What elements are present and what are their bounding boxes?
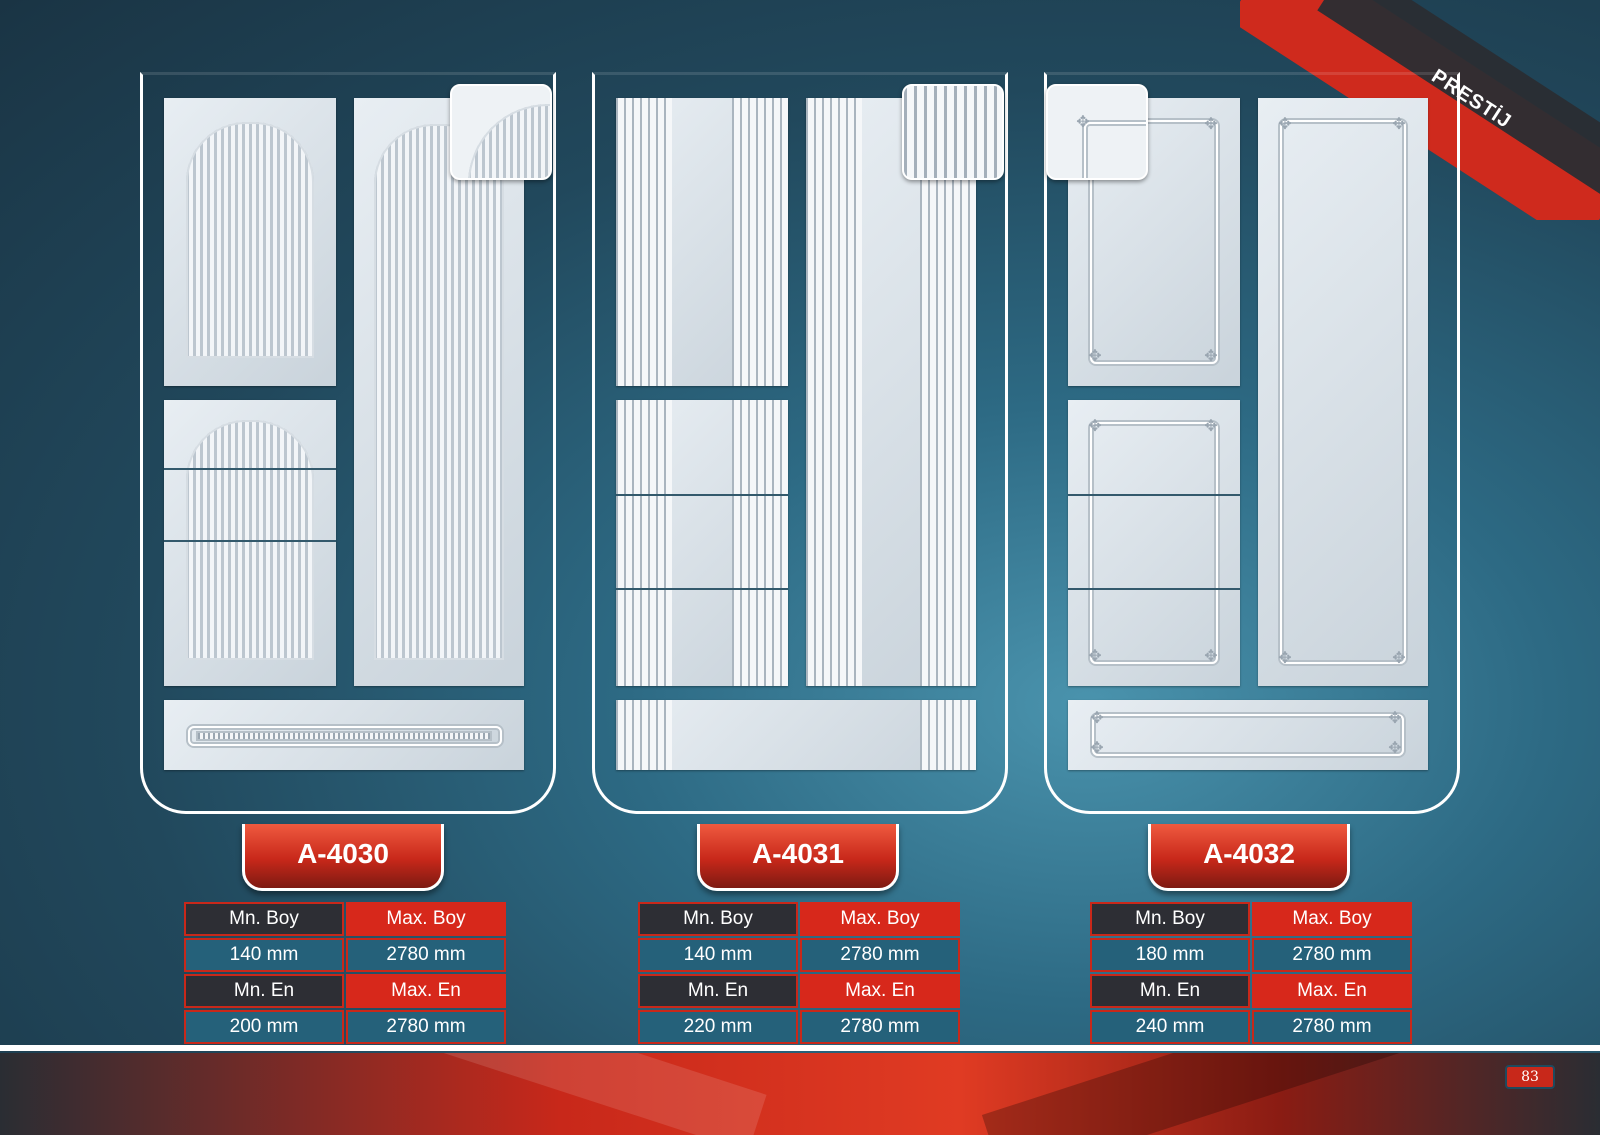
ornament-icon: ✥ (1090, 740, 1104, 757)
spec-value: 200 mm (184, 1010, 344, 1044)
table-row: 220 mm 2780 mm (638, 1010, 960, 1044)
page-number: 83 (1505, 1065, 1555, 1089)
door-panel-lower (164, 400, 336, 686)
detail-closeup (902, 84, 1004, 180)
door-panel-lower (616, 400, 788, 686)
ornament-icon: ✥ (1204, 116, 1218, 133)
spec-header: Mn. Boy (1090, 902, 1250, 936)
spec-header: Max. En (1252, 974, 1412, 1008)
table-row: Mn. En Max. En (184, 974, 506, 1008)
product-a4031 (592, 72, 1008, 814)
spec-header: Max. Boy (1252, 902, 1412, 936)
table-row: Mn. En Max. En (1090, 974, 1412, 1008)
arched-flute-pattern (374, 124, 504, 660)
ornament-icon: ✥ (1088, 348, 1102, 365)
table-row: 140 mm 2780 mm (184, 938, 506, 972)
product-frame (592, 72, 1008, 814)
product-code-badge: A-4031 (697, 824, 899, 891)
door-panel-tall: ✥ ✥ ✥ ✥ (1258, 98, 1428, 686)
spec-header: Max. Boy (800, 902, 960, 936)
spec-value: 220 mm (638, 1010, 798, 1044)
spec-value: 2780 mm (346, 938, 506, 972)
ornament-icon: ✥ (1076, 114, 1090, 131)
spec-table-a4032: Mn. Boy Max. Boy 180 mm 2780 mm Mn. En M… (1088, 900, 1414, 1046)
ornament-icon: ✥ (1204, 348, 1218, 365)
spec-value: 2780 mm (1252, 1010, 1412, 1044)
spec-header: Mn. En (638, 974, 798, 1008)
ornament-icon: ✥ (1388, 740, 1402, 757)
footer-divider (0, 1045, 1600, 1051)
table-row: Mn. Boy Max. Boy (184, 902, 506, 936)
spec-value: 2780 mm (800, 1010, 960, 1044)
door-panel-upper (616, 98, 788, 386)
spec-table-a4031: Mn. Boy Max. Boy 140 mm 2780 mm Mn. En M… (636, 900, 962, 1046)
spec-table-a4030: Mn. Boy Max. Boy 140 mm 2780 mm Mn. En M… (182, 900, 508, 1046)
detail-closeup (450, 84, 552, 180)
spec-value: 2780 mm (346, 1010, 506, 1044)
spec-value: 2780 mm (800, 938, 960, 972)
spec-header: Max. En (346, 974, 506, 1008)
ornament-icon: ✥ (1088, 418, 1102, 435)
product-code-badge: A-4032 (1148, 824, 1350, 891)
door-panel-lower: ✥ ✥ ✥ ✥ (1068, 400, 1240, 686)
product-frame (1044, 72, 1460, 814)
product-frame (140, 72, 556, 814)
ornament-icon: ✥ (1278, 116, 1292, 133)
spec-header: Mn. En (1090, 974, 1250, 1008)
table-row: Mn. Boy Max. Boy (638, 902, 960, 936)
spec-header: Mn. Boy (184, 902, 344, 936)
door-panel-tall (354, 98, 524, 686)
spec-value: 240 mm (1090, 1010, 1250, 1044)
ornament-icon: ✥ (1392, 650, 1406, 667)
table-row: 140 mm 2780 mm (638, 938, 960, 972)
spec-value: 2780 mm (1252, 938, 1412, 972)
ornament-icon: ✥ (1392, 116, 1406, 133)
table-row: 180 mm 2780 mm (1090, 938, 1412, 972)
drawer-panel (164, 700, 524, 770)
product-a4032: ✥ ✥ ✥ ✥ ✥ ✥ ✥ ✥ ✥ ✥ ✥ ✥ ✥ ✥ ✥ ✥ ✥ (1044, 72, 1460, 814)
spec-header: Mn. En (184, 974, 344, 1008)
door-panel-upper (164, 98, 336, 386)
ornament-icon: ✥ (1204, 648, 1218, 665)
door-panel-tall (806, 98, 976, 686)
drawer-panel (616, 700, 976, 770)
spec-value: 140 mm (184, 938, 344, 972)
ornament-icon: ✥ (1278, 650, 1292, 667)
ornament-icon: ✥ (1088, 648, 1102, 665)
spec-header: Max. En (800, 974, 960, 1008)
ornament-icon: ✥ (1090, 710, 1104, 727)
ornament-icon: ✥ (1204, 418, 1218, 435)
product-a4030 (140, 72, 556, 814)
table-row: 240 mm 2780 mm (1090, 1010, 1412, 1044)
spec-header: Max. Boy (346, 902, 506, 936)
drawer-panel: ✥ ✥ ✥ ✥ (1068, 700, 1428, 770)
detail-closeup: ✥ (1046, 84, 1148, 180)
ornament-icon: ✥ (1388, 710, 1402, 727)
table-row: 200 mm 2780 mm (184, 1010, 506, 1044)
spec-value: 180 mm (1090, 938, 1250, 972)
table-row: Mn. En Max. En (638, 974, 960, 1008)
arched-flute-pattern (186, 122, 314, 358)
spec-value: 140 mm (638, 938, 798, 972)
footer-band: 83 (0, 1053, 1600, 1135)
product-code-badge: A-4030 (242, 824, 444, 891)
spec-header: Mn. Boy (638, 902, 798, 936)
table-row: Mn. Boy Max. Boy (1090, 902, 1412, 936)
